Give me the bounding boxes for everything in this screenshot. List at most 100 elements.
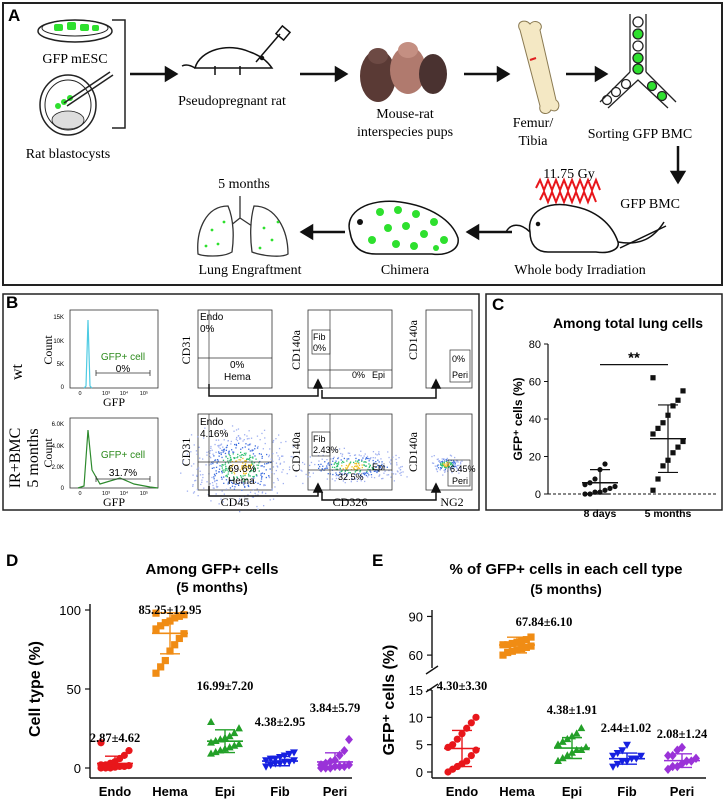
flow-event [360, 474, 362, 476]
y-tick-label: 80 [529, 339, 541, 351]
flow-event [451, 471, 453, 474]
flow-event [348, 471, 350, 474]
flow-event [266, 463, 268, 465]
data-point [680, 388, 686, 394]
flow-event [355, 457, 357, 460]
panel-d-letter: D [6, 551, 18, 570]
flow-event [196, 475, 198, 477]
flow-event [261, 475, 263, 478]
flow-event [456, 468, 459, 470]
flow-event [245, 478, 247, 480]
irradiation-label: Whole body Irradiation [514, 263, 645, 278]
flow-event [341, 453, 344, 455]
flow-event [384, 470, 386, 472]
flow-event [197, 436, 199, 438]
flow-event [355, 465, 357, 467]
panel-e: E % of GFP+ cells in each cell type (5 m… [372, 551, 708, 799]
flow-event [190, 434, 193, 436]
flow-event [435, 468, 437, 470]
y-tick-label: 100 [59, 603, 81, 618]
flow-event [247, 444, 249, 446]
flow-event [330, 463, 333, 466]
plot-ylabel: CD140a [289, 329, 303, 370]
flow-event [395, 454, 397, 457]
flow-event [222, 464, 224, 466]
flow-event [262, 448, 264, 450]
x-tick-label: Hema [152, 784, 188, 799]
hist-xlabel: GFP [103, 495, 125, 509]
flow-event [252, 463, 254, 465]
flow-event [274, 486, 276, 488]
flow-event [369, 468, 371, 471]
flow-event [344, 482, 346, 484]
flow-event [319, 465, 321, 468]
flow-event [242, 465, 244, 467]
flow-event [226, 474, 228, 476]
flow-event [363, 473, 365, 475]
plot-ylabel: CD140a [289, 431, 303, 472]
flow-event [309, 456, 311, 458]
flow-event [231, 460, 233, 463]
mean-sd-label: 3.84±5.79 [310, 701, 361, 715]
flow-event [223, 428, 226, 431]
flow-event [202, 476, 204, 479]
flow-event [450, 461, 452, 464]
flow-event [217, 459, 219, 461]
flow-event [354, 462, 356, 465]
plot-ylabel: CD140a [406, 431, 420, 472]
flow-event [438, 460, 440, 462]
flow-event [252, 457, 254, 459]
x-tick-label: Endo [446, 784, 479, 799]
flow-event [325, 467, 327, 469]
flow-event [367, 468, 369, 470]
flow-event [253, 466, 255, 468]
flow-event [257, 464, 260, 466]
flow-event [209, 450, 211, 452]
flow-event [456, 469, 459, 472]
flow-event [204, 427, 206, 429]
flow-plot-cd326-ir: Fib 2.43% 32.5% Epi CD140a CD326 [286, 413, 408, 509]
flow-event [186, 490, 189, 492]
flow-event [247, 494, 249, 496]
data-point [472, 713, 480, 721]
histogram-wt: 15K 10K 5K 0 0 10³ 10⁴ 10⁵ Count GFP GFP… [41, 309, 159, 409]
data-point [449, 741, 457, 749]
flow-event [261, 455, 263, 458]
x-tick-label: 5 months [645, 508, 692, 520]
flow-event [347, 473, 349, 475]
flow-event [449, 469, 451, 471]
flow-event [218, 471, 220, 473]
flow-event [215, 483, 218, 485]
flow-event [402, 471, 404, 473]
flow-event [336, 474, 338, 476]
flow-event [439, 469, 441, 471]
flow-event [376, 454, 378, 456]
flow-event [241, 489, 243, 491]
lung-label: Lung Engraftment [198, 263, 301, 278]
flow-event [213, 473, 216, 475]
flow-event [239, 438, 241, 440]
flow-event [335, 472, 337, 474]
flow-event [452, 466, 454, 468]
data-point [120, 751, 128, 759]
x-tick-label: Endo [99, 784, 132, 799]
flow-event [280, 441, 282, 444]
flow-event [250, 456, 252, 459]
flow-event [248, 473, 250, 475]
flow-event [260, 453, 262, 455]
data-point [335, 761, 344, 772]
data-point [660, 420, 666, 426]
flow-event [231, 449, 233, 451]
flow-event [225, 479, 228, 481]
flow-event [432, 462, 435, 464]
data-point [527, 633, 535, 641]
flow-event [255, 458, 257, 460]
flow-event [253, 475, 255, 478]
flow-event [364, 465, 367, 467]
flow-event [373, 477, 376, 479]
flow-event [218, 444, 220, 446]
y-axis-label: GFP⁺ cells (%) [381, 645, 398, 756]
flow-event [272, 498, 275, 500]
flow-event [231, 482, 234, 485]
flow-event [371, 476, 373, 478]
